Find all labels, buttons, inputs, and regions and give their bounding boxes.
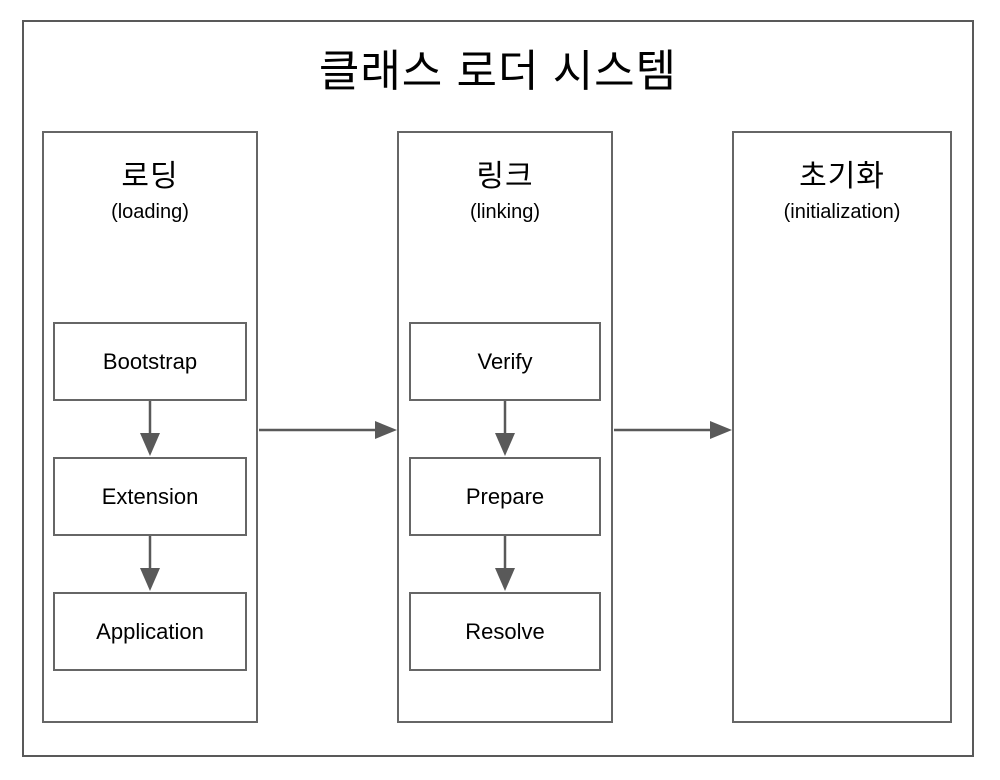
stage-title-korean-initialization: 초기화 [799, 160, 885, 193]
stage-title-english-initialization: (initialization) [783, 201, 901, 223]
stage-column-loading: 로딩 (loading) Bootstrap Extension Applica… [42, 131, 258, 723]
stage-title-english-linking: (linking) [469, 201, 541, 223]
stage-header-initialization: 초기화 (initialization) [734, 133, 950, 226]
step-box-extension: Extension [53, 457, 247, 536]
stage-title-korean-linking: 링크 [476, 160, 534, 193]
diagram-title: 클래스 로더 시스템 [318, 47, 678, 96]
step-box-bootstrap: Bootstrap [53, 322, 247, 401]
stage-column-linking: 링크 (linking) Verify Prepare Resolve [397, 131, 613, 723]
step-box-resolve: Resolve [409, 592, 601, 671]
step-box-application: Application [53, 592, 247, 671]
stage-title-korean-loading: 로딩 [121, 160, 179, 193]
step-box-prepare: Prepare [409, 457, 601, 536]
stage-header-loading: 로딩 (loading) [44, 133, 256, 226]
stage-title-english-loading: (loading) [111, 201, 189, 223]
stage-header-linking: 링크 (linking) [399, 133, 611, 226]
step-box-verify: Verify [409, 322, 601, 401]
stage-column-initialization: 초기화 (initialization) [732, 131, 952, 723]
